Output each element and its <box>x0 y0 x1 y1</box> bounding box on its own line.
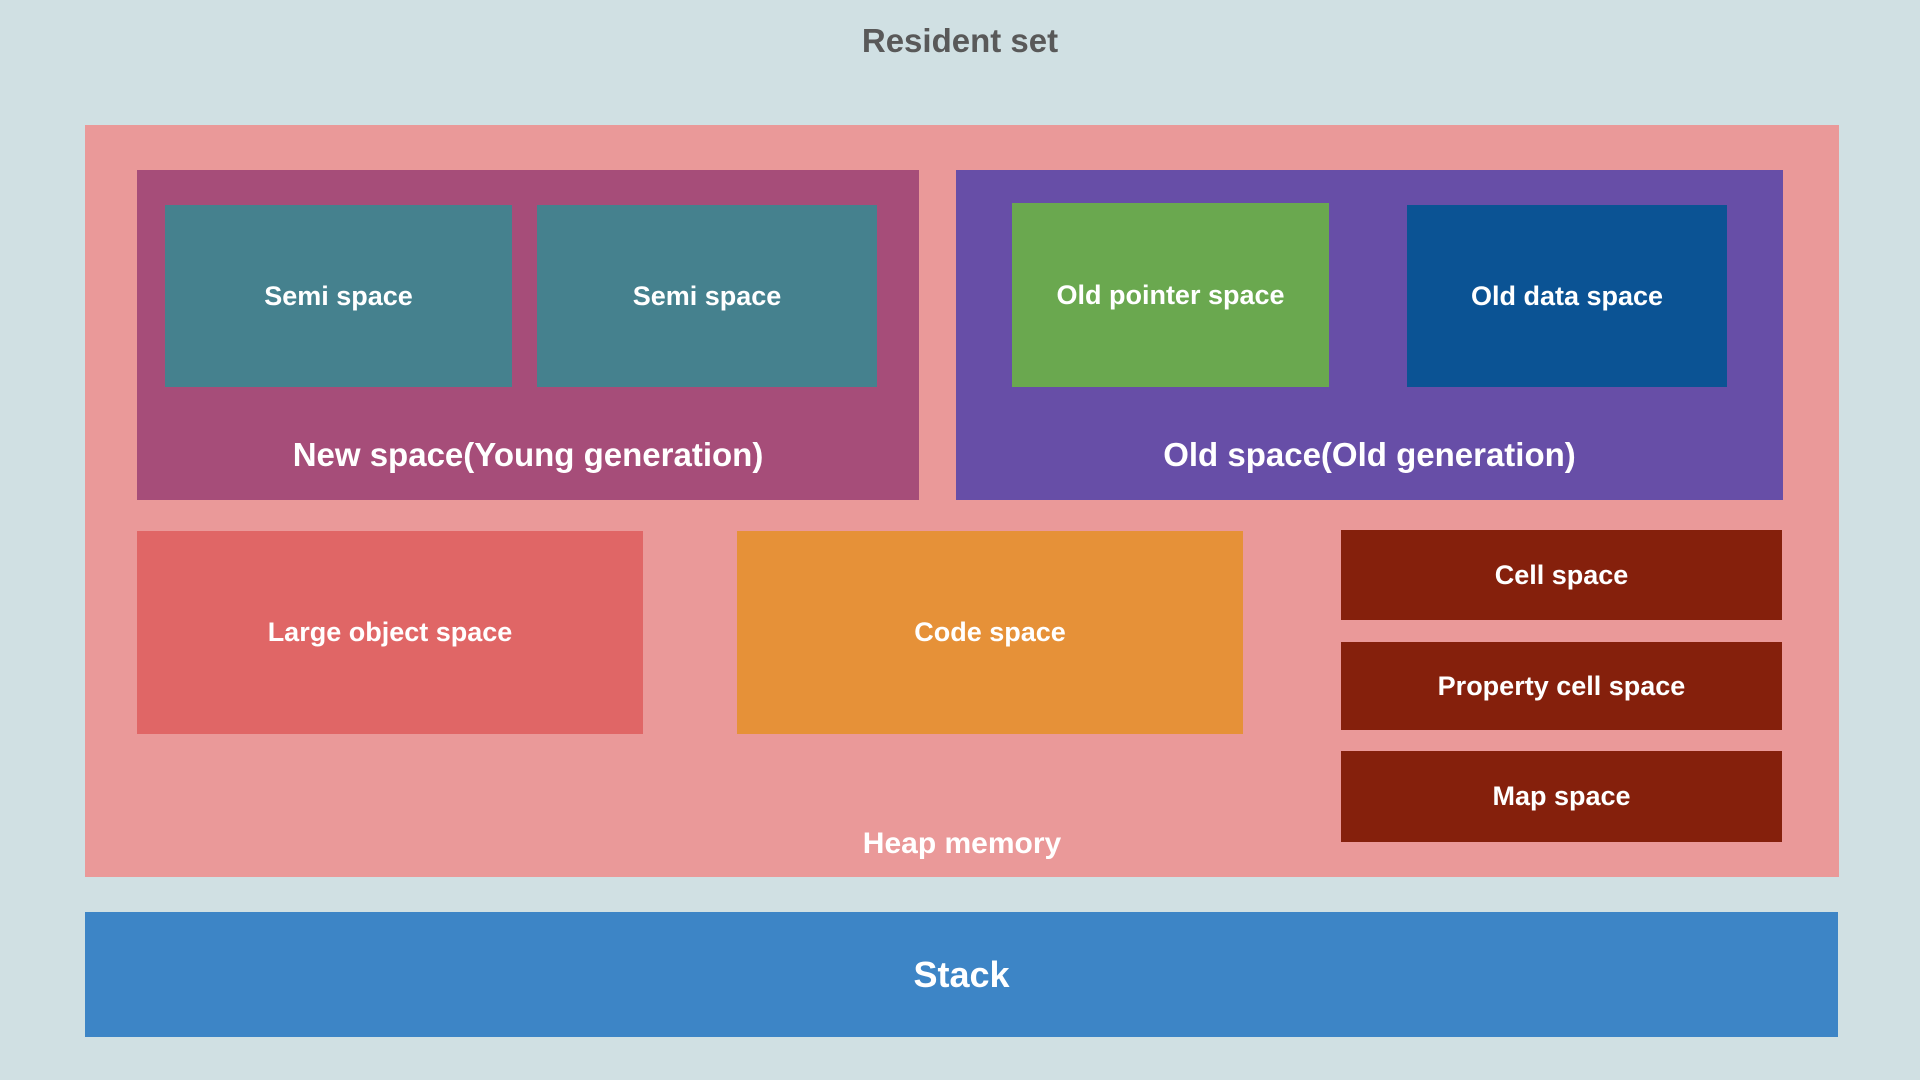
semi-space-label-2: Semi space <box>632 280 782 311</box>
map-space-box: Map space <box>1341 751 1782 842</box>
code-space-label: Code space <box>914 617 1066 647</box>
old-pointer-space-label: Old pointer space <box>1056 279 1285 310</box>
old-data-space-label: Old data space <box>1470 280 1664 311</box>
old-space-label: Old space(Old generation) <box>1163 436 1576 473</box>
large-object-space-label: Large object space <box>267 617 513 647</box>
stack-label: Stack <box>913 953 1010 995</box>
stack-region: Stack <box>85 912 1838 1037</box>
property-cell-space-label: Property cell space <box>1437 670 1686 701</box>
new-space-label: New space(Young generation) <box>292 436 764 473</box>
property-cell-space-box: Property cell space <box>1341 642 1782 730</box>
old-space-region: Old pointer space Old data space Old spa… <box>956 170 1783 500</box>
cell-space-label: Cell space <box>1494 559 1629 590</box>
new-space-region: Semi space Semi space New space(Young ge… <box>137 170 919 500</box>
diagram-title: Resident set <box>861 22 1059 59</box>
old-data-space-box: Old data space <box>1407 205 1727 387</box>
heap-memory-label: Heap memory <box>862 827 1062 860</box>
map-space-label: Map space <box>1492 781 1631 811</box>
heap-memory-region: Semi space Semi space New space(Young ge… <box>85 125 1839 877</box>
code-space-box: Code space <box>737 531 1243 734</box>
semi-space-box-1: Semi space <box>165 205 512 387</box>
cell-space-box: Cell space <box>1341 530 1782 620</box>
old-pointer-space-box: Old pointer space <box>1012 203 1329 387</box>
semi-space-box-2: Semi space <box>537 205 877 387</box>
large-object-space-box: Large object space <box>137 531 643 734</box>
semi-space-label-1: Semi space <box>264 280 413 311</box>
